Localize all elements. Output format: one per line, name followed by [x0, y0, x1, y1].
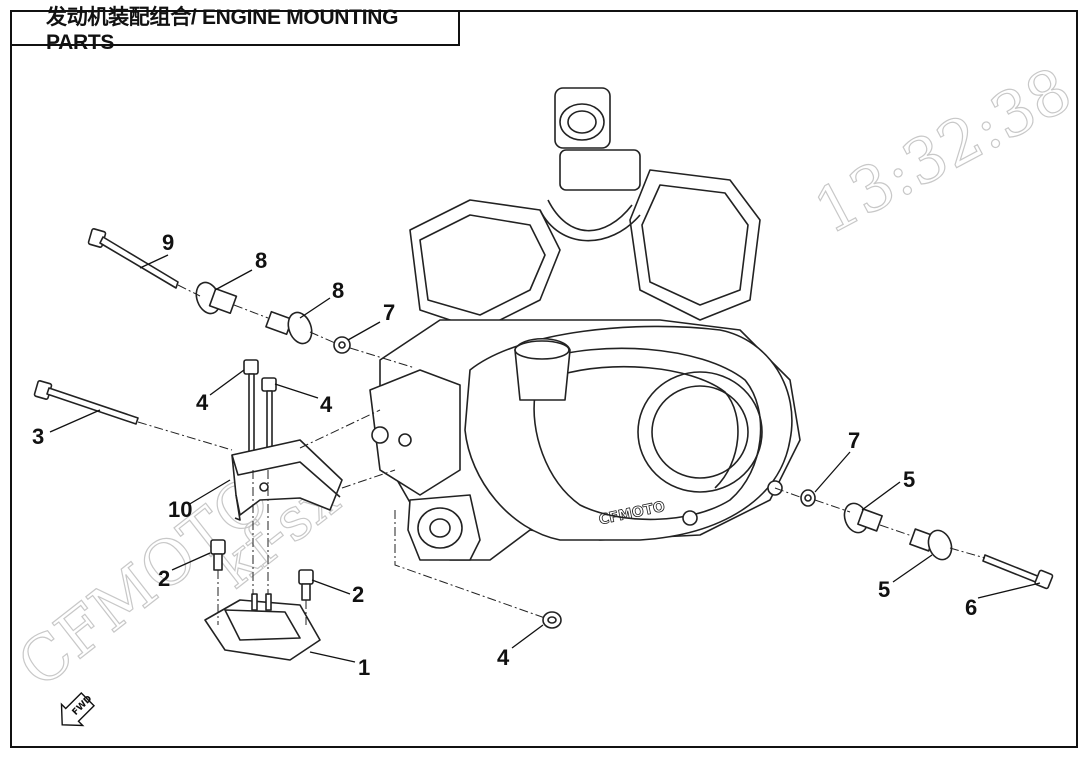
callout-8b: 8 — [332, 278, 344, 303]
part-3-bolt — [33, 380, 139, 425]
callouts: 9 8 8 7 4 4 3 10 2 2 1 4 7 5 5 6 — [32, 230, 977, 680]
callout-4c: 4 — [497, 645, 510, 670]
callout-4a: 4 — [196, 390, 209, 415]
callout-2b: 2 — [352, 582, 364, 607]
callout-1: 1 — [358, 655, 370, 680]
part-8-bushing-a — [195, 281, 238, 315]
part-7-nut-a — [333, 336, 351, 354]
part-1-mount — [204, 593, 321, 661]
title-box: 发动机装配组合/ ENGINE MOUNTING PARTS — [10, 6, 460, 54]
engine-assembly: CFMOTO — [369, 87, 801, 561]
part-9-bolt — [87, 228, 179, 289]
part-5-bushing-b — [909, 528, 953, 561]
left-side-cover — [369, 369, 461, 496]
part-2-bolt-b — [298, 569, 314, 601]
leader-lines — [49, 254, 1041, 663]
part-5-bushing-a — [843, 502, 883, 534]
callout-6: 6 — [965, 595, 977, 620]
watermark-time: 13:32:38 — [803, 53, 1083, 248]
part-6-bolt — [982, 554, 1054, 590]
part-4-nut-c — [542, 611, 562, 629]
callout-7b: 7 — [848, 428, 860, 453]
callout-5a: 5 — [903, 467, 915, 492]
callout-7a: 7 — [383, 300, 395, 325]
callout-9: 9 — [162, 230, 174, 255]
parts — [33, 228, 1054, 661]
part-4-bolt-a — [243, 359, 259, 461]
diagram-frame — [10, 10, 1078, 748]
callout-10: 10 — [168, 497, 192, 522]
callout-2a: 2 — [158, 566, 170, 591]
part-7-nut-b — [800, 489, 816, 507]
callout-8a: 8 — [255, 248, 267, 273]
callout-4b: 4 — [320, 392, 333, 417]
callout-5b: 5 — [878, 577, 890, 602]
assembly-lines — [137, 284, 986, 625]
part-8-bushing-b — [265, 310, 313, 345]
page-title: 发动机装配组合/ ENGINE MOUNTING PARTS — [46, 6, 399, 54]
callout-3: 3 — [32, 424, 44, 449]
part-10-bracket — [231, 439, 343, 521]
forward-arrow-icon: FWD — [60, 691, 96, 727]
